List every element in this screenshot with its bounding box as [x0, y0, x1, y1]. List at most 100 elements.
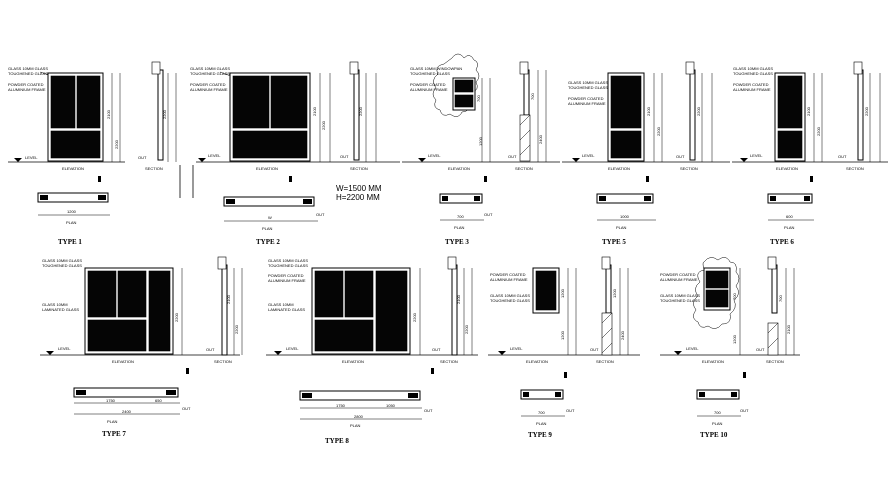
section-label: SECTION: [846, 166, 864, 171]
out-label: OUT: [432, 347, 441, 352]
type-label: TYPE 8: [325, 437, 349, 445]
type1-section: [157, 69, 164, 161]
out-label: OUT: [182, 406, 191, 411]
type10-cloud-outline: [693, 257, 740, 329]
svg-text:POWDER COATED: POWDER COATED: [660, 272, 696, 277]
height-dim: 2400: [538, 134, 543, 144]
plan-label: PLAN: [712, 421, 723, 426]
type9-glass-panel: [535, 270, 557, 311]
plan-label: PLAN: [536, 421, 547, 426]
height-dim: 700: [732, 293, 737, 300]
plan-label: PLAN: [107, 419, 118, 424]
type7-glass-panel: [87, 270, 117, 318]
type-label: TYPE 7: [102, 430, 126, 438]
height-dim: 1200: [560, 330, 565, 340]
type1-group: GLASS 10MM GLASS TOUGHENED GLASS POWDER …: [8, 61, 177, 246]
out-label: OUT: [740, 408, 749, 413]
height-dim: 2200: [174, 312, 179, 322]
height-dim: 1200: [560, 288, 565, 298]
type7-glass-panel: [117, 270, 147, 318]
svg-text:GLASS 10MM GLASS: GLASS 10MM GLASS: [568, 80, 608, 85]
type7-section: [221, 264, 228, 356]
type3-plan: [439, 193, 483, 204]
svg-text:POWDER COATED: POWDER COATED: [733, 82, 769, 87]
type6-group: GLASS 10MM GLASS TOUGHENED GLASS POWDER …: [732, 61, 888, 246]
type5-plan: [596, 193, 654, 204]
svg-text:GLASS 10MM: GLASS 10MM: [42, 302, 68, 307]
svg-text:GLASS 10MM GLASS: GLASS 10MM GLASS: [42, 258, 82, 263]
type9-section: [605, 264, 612, 314]
level-label: LEVEL: [750, 153, 763, 158]
svg-text:LAMINATED GLASS: LAMINATED GLASS: [268, 307, 305, 312]
height-dim: 2100: [786, 324, 791, 334]
height-dim: 700: [476, 95, 481, 102]
type3-glass-panel: [454, 79, 474, 93]
elevation-label: ELEVATION: [776, 166, 798, 171]
height-dim: 2200: [696, 106, 701, 116]
section-label: SECTION: [440, 359, 458, 364]
type-label: TYPE 10: [700, 431, 728, 439]
plan-dim: 600: [786, 214, 793, 219]
svg-text:ALUMINIUM FRAME: ALUMINIUM FRAME: [568, 101, 606, 106]
out-label: OUT: [316, 212, 325, 217]
level-label: LEVEL: [686, 346, 699, 351]
svg-text:ALUMINIUM FRAME: ALUMINIUM FRAME: [733, 87, 771, 92]
type6-plan: [767, 193, 813, 204]
plan-dim: 1750: [106, 398, 116, 403]
plan-dim: 700: [714, 410, 721, 415]
type10-glass-panel: [705, 289, 729, 308]
plan-dim: W: [268, 215, 272, 220]
type8-group: GLASS 10MM GLASS TOUGHENED GLASS POWDER …: [266, 256, 478, 445]
svg-text:POWDER COATED: POWDER COATED: [410, 82, 446, 87]
type-label: TYPE 6: [770, 238, 794, 246]
type1-glass-panel: [50, 75, 76, 129]
level-label: LEVEL: [58, 346, 71, 351]
type8-glass-panel: [314, 270, 344, 318]
section-label: SECTION: [350, 166, 368, 171]
out-label: OUT: [508, 154, 517, 159]
height-dim: 2200: [816, 126, 821, 136]
svg-text:GLASS 10MM GLASS: GLASS 10MM GLASS: [660, 293, 700, 298]
svg-text:GLASS 10MM GLASS: GLASS 10MM GLASS: [268, 258, 308, 263]
svg-text:ALUMINIUM FRAME: ALUMINIUM FRAME: [660, 277, 698, 282]
type10-plan: [696, 389, 740, 400]
height-dim: 2100: [226, 294, 231, 304]
svg-text:ALUMINIUM FRAME: ALUMINIUM FRAME: [410, 87, 448, 92]
type5-group: GLASS 10MM GLASS TOUGHENED GLASS POWDER …: [562, 61, 730, 246]
plan-dim: 650: [155, 398, 162, 403]
height-dim: 2200: [864, 106, 869, 116]
section-label: SECTION: [214, 359, 232, 364]
type8-section: [451, 264, 458, 356]
svg-text:POWDER COATED: POWDER COATED: [190, 82, 226, 87]
plan-dim: 1000: [620, 214, 630, 219]
height-dim: 2200: [234, 324, 239, 334]
height-dim: 2100: [312, 106, 317, 116]
type3-glass-panel: [454, 94, 474, 108]
type-label: TYPE 3: [445, 238, 469, 246]
type9-group: POWDER COATED ALUMINIUM FRAME GLASS 10MM…: [488, 256, 640, 439]
type1-glass-panel: [76, 75, 101, 129]
out-label: OUT: [206, 347, 215, 352]
type1-glass-panel: [50, 130, 101, 159]
plan-label: PLAN: [350, 423, 361, 428]
height-dim: 2100: [106, 109, 111, 119]
type5-glass-panel: [610, 130, 642, 159]
plan-dim: 2400: [122, 409, 132, 414]
type3-section: [523, 69, 530, 116]
type10-glass-panel: [705, 270, 729, 289]
type2-glass-panel: [270, 75, 308, 129]
svg-text:ALUMINIUM FRAME: ALUMINIUM FRAME: [268, 278, 306, 283]
elevation-label: ELEVATION: [526, 359, 548, 364]
height-dim: 700: [530, 93, 535, 100]
level-label: LEVEL: [510, 346, 523, 351]
height-dim: 2100: [456, 294, 461, 304]
type2-glass-panel: [232, 130, 308, 159]
height-dim: 1200: [612, 288, 617, 298]
type8-glass-panel: [344, 270, 374, 318]
type5-glass-panel: [610, 75, 642, 129]
height-dim: 700: [778, 295, 783, 302]
height-dim: 2200: [321, 120, 326, 130]
section-label: SECTION: [515, 166, 533, 171]
level-label: LEVEL: [582, 153, 595, 158]
out-label: OUT: [590, 347, 599, 352]
